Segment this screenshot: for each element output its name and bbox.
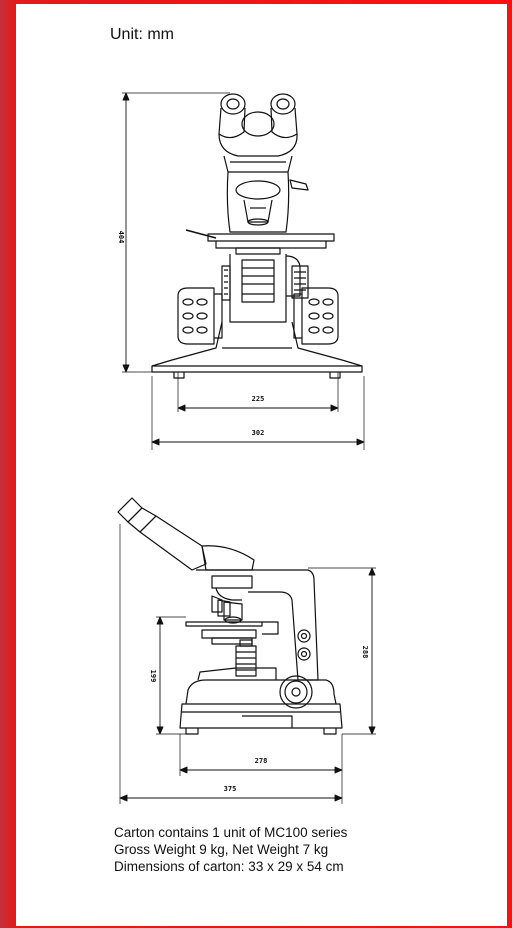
- side-controls: [279, 629, 313, 709]
- front-arm: [226, 171, 290, 233]
- side-view-dimensions: [119, 524, 376, 804]
- front-base: [151, 321, 363, 379]
- side-eyepiece: [117, 497, 255, 571]
- front-fine-knob: [289, 179, 309, 191]
- side-stage: [185, 621, 279, 645]
- side-base-depth-dim: 278: [255, 757, 268, 765]
- microscope-dimension-drawing: 404 225 302: [117, 92, 376, 804]
- carton-line-contents: Carton contains 1 unit of MC100 series: [114, 825, 348, 840]
- carton-line-weight: Gross Weight 9 kg, Net Weight 7 kg: [114, 842, 329, 857]
- front-view-dimensions: [122, 92, 365, 450]
- side-base: [179, 667, 343, 735]
- side-stage-height-dim: 199: [149, 670, 157, 683]
- unit-label: Unit: mm: [110, 26, 174, 43]
- side-total-depth-dim: 375: [224, 785, 237, 793]
- front-view-microscope: [151, 93, 363, 379]
- front-height-dim: 404: [117, 231, 125, 244]
- carton-line-dimensions: Dimensions of carton: 33 x 29 x 54 cm: [114, 859, 344, 874]
- side-total-height-dim: 288: [361, 646, 369, 659]
- side-objectives: [211, 595, 243, 624]
- front-stage: [185, 229, 335, 255]
- carton-info: Carton contains 1 unit of MC100 series G…: [114, 824, 347, 875]
- side-view-microscope: [117, 497, 343, 735]
- front-inner-width-dim: 225: [252, 395, 265, 403]
- front-coarse-knobs: [177, 287, 339, 345]
- front-column: [221, 254, 309, 323]
- side-arm: [196, 569, 319, 681]
- spec-sheet: Unit: mm: [16, 4, 507, 926]
- front-eyepieces: [218, 93, 298, 173]
- side-focus-knob: [235, 639, 257, 677]
- front-outer-width-dim: 302: [252, 429, 265, 437]
